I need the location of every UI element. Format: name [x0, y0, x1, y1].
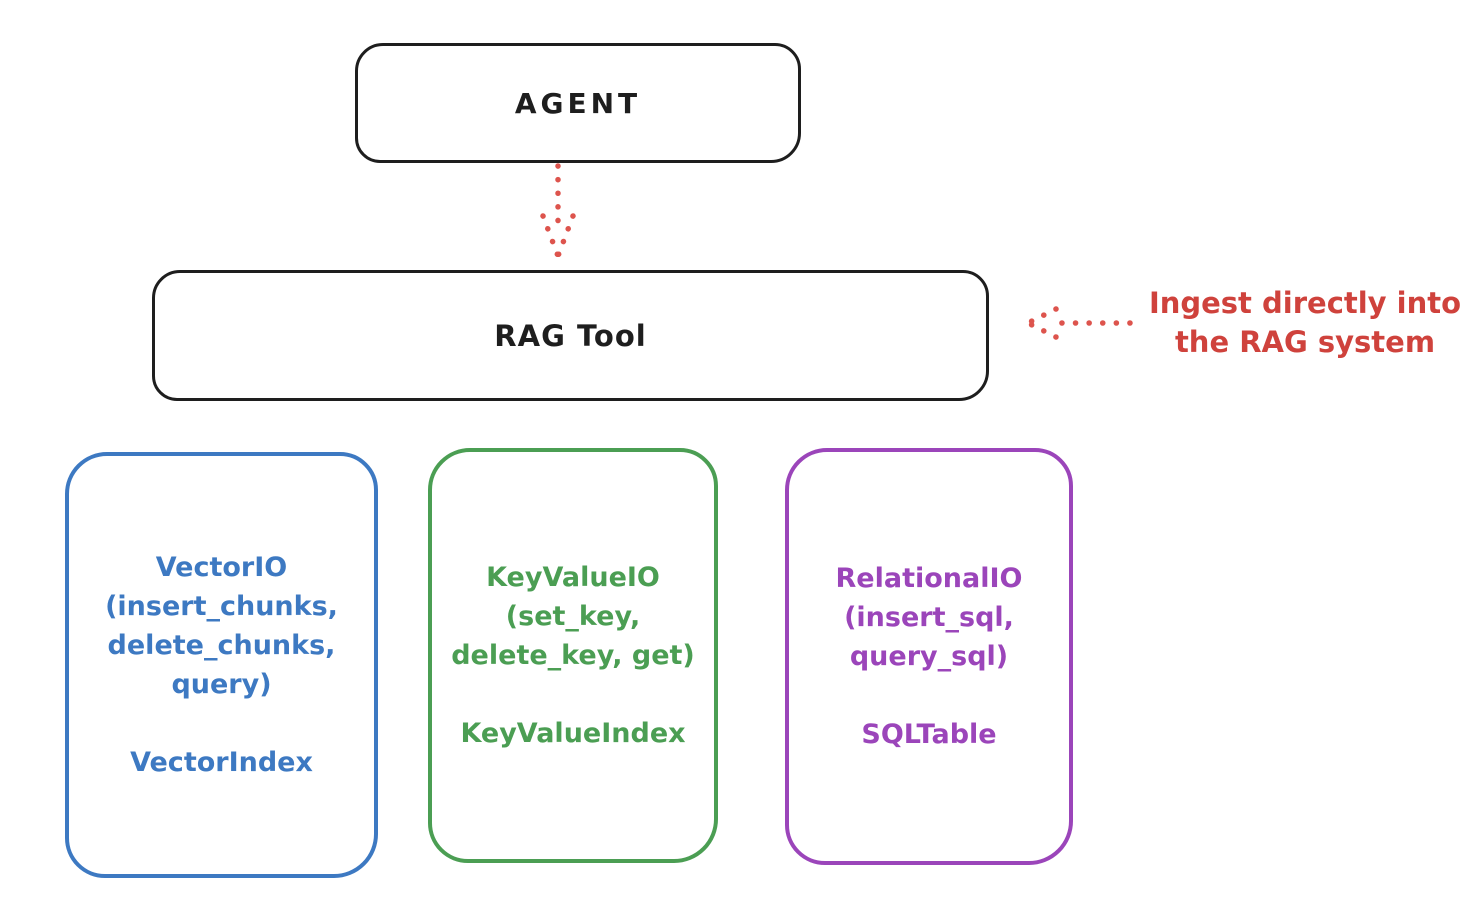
annotation-text: Ingest directly into the RAG system — [1130, 284, 1480, 362]
store-line: query) — [171, 669, 272, 700]
agent-node: AGENT — [355, 43, 801, 163]
keyvalue-io-box: KeyValueIO (set_key, delete_key, get) Ke… — [428, 448, 718, 863]
store-line: delete_key, get) — [451, 640, 695, 671]
annotation-line-1: Ingest directly into — [1148, 286, 1462, 320]
vector-index-label: VectorIndex — [130, 747, 313, 778]
keyvalue-index-label: KeyValueIndex — [460, 718, 686, 749]
store-line: (insert_chunks, — [105, 591, 338, 622]
store-line: delete_chunks, — [107, 630, 336, 661]
sql-table-label: SQLTable — [861, 719, 997, 750]
store-line: query_sql) — [849, 641, 1009, 672]
annotation-line-2: the RAG system — [1174, 325, 1436, 359]
store-line: KeyValueIO — [486, 562, 660, 593]
agent-to-rag-arrow — [540, 163, 576, 259]
store-line: RelationalIO — [835, 563, 1023, 594]
relational-io-box: RelationalIO (insert_sql, query_sql) SQL… — [785, 448, 1073, 865]
store-line: VectorIO — [155, 552, 288, 583]
vector-io-box: VectorIO (insert_chunks, delete_chunks, … — [65, 452, 378, 878]
rag-tool-label: RAG Tool — [494, 318, 647, 353]
rag-tool-node: RAG Tool — [152, 270, 989, 401]
agent-label: AGENT — [514, 86, 642, 120]
store-line: (set_key, — [505, 601, 641, 632]
store-line: (insert_sql, — [844, 602, 1014, 633]
annotation-to-rag-arrow — [1025, 306, 1133, 340]
